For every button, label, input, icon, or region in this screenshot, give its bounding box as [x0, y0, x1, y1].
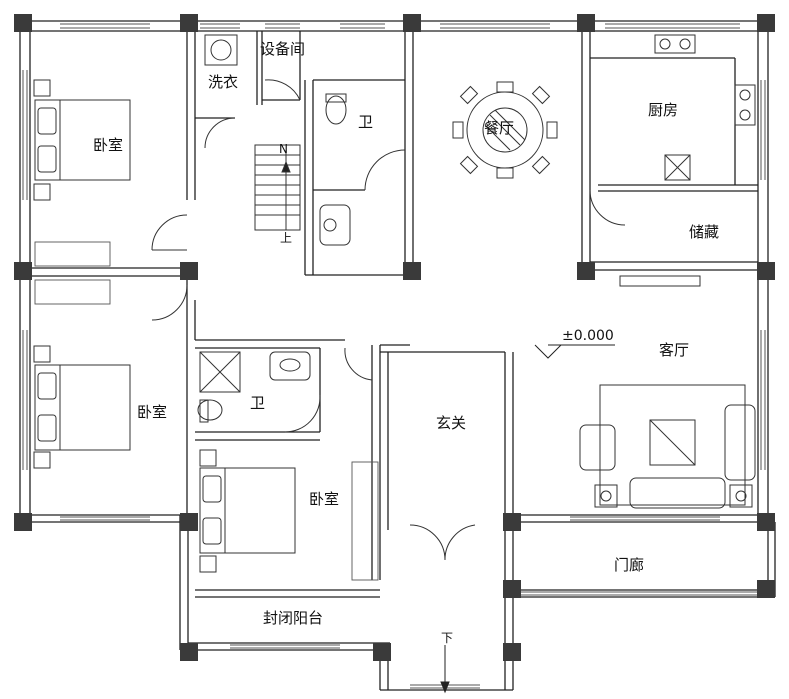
- room-label-bath-north: 卫: [358, 113, 374, 131]
- room-label-bedroom-w: 卧室: [137, 403, 168, 421]
- entrance-arrow: [440, 645, 450, 694]
- columns: [14, 14, 775, 661]
- beds: [33, 79, 296, 573]
- room-label-bath-south: 卫: [250, 394, 266, 412]
- elevation-marker: [534, 344, 615, 359]
- stair-north-mark: N: [279, 142, 288, 156]
- room-label-balcony: 封闭阳台: [263, 609, 324, 627]
- bath-fixtures: [197, 34, 351, 423]
- room-label-equipment: 设备间: [260, 40, 306, 58]
- wardrobes: [34, 241, 379, 581]
- entrance-down-label: 下: [441, 631, 454, 645]
- room-label-foyer: 玄关: [436, 414, 467, 432]
- kitchen-fixtures: [619, 34, 756, 287]
- room-label-storage: 储藏: [689, 223, 720, 241]
- room-label-kitchen: 厨房: [648, 101, 679, 119]
- doors: [151, 79, 626, 561]
- elevation-label: ±0.000: [562, 328, 614, 344]
- room-label-bedroom-s: 卧室: [309, 490, 340, 508]
- staircase: [254, 144, 301, 231]
- sofa-set: [579, 384, 756, 509]
- room-label-bedroom-nw: 卧室: [93, 136, 124, 154]
- dining-table: [452, 81, 558, 179]
- room-label-laundry: 洗衣: [208, 73, 239, 91]
- room-label-living: 客厅: [659, 341, 690, 359]
- room-label-dining: 餐厅: [484, 119, 515, 137]
- windows: [22, 23, 766, 689]
- room-label-porch: 门廊: [614, 556, 645, 574]
- stair-up-label: 上: [280, 231, 293, 245]
